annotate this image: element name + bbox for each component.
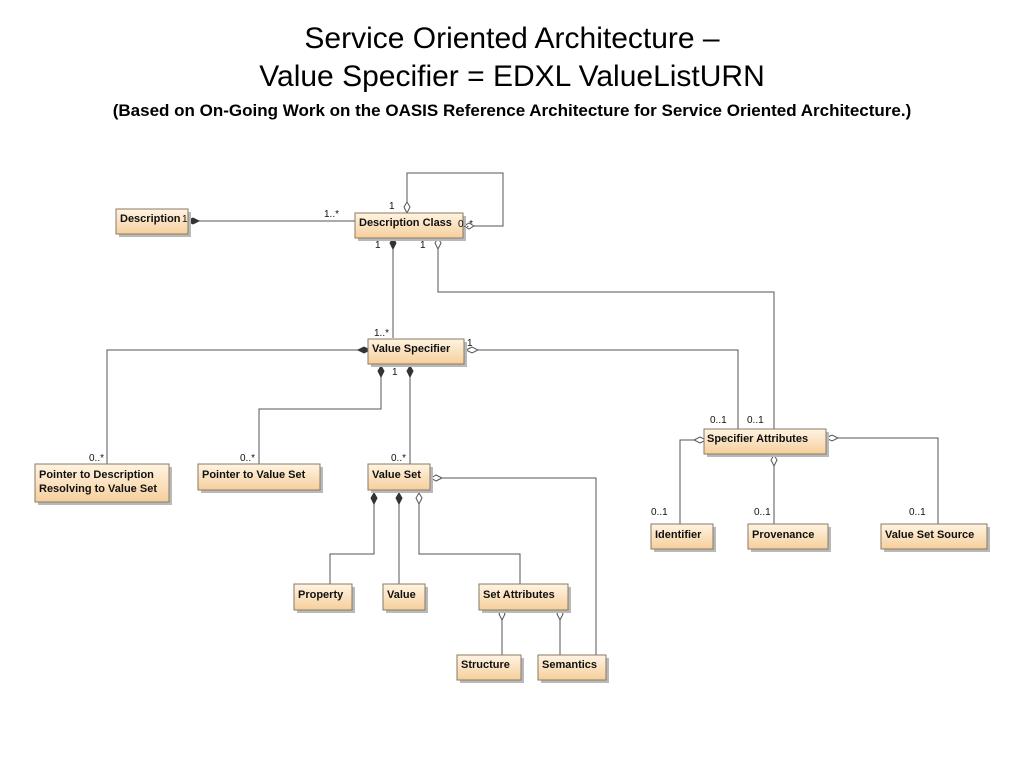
class-label-line2: Resolving to Value Set	[39, 483, 157, 495]
page-title-line1: Service Oriented Architecture –	[304, 22, 720, 55]
aggregation-diamond	[463, 222, 475, 230]
page-subtitle: (Based on On-Going Work on the OASIS Ref…	[112, 101, 912, 120]
class-label: Provenance	[752, 529, 814, 541]
class-label: Value Set Source	[885, 529, 974, 541]
composition-diamond	[406, 365, 414, 379]
assoc-specattr-identifier	[679, 439, 694, 524]
class-label: Pointer to Value Set	[202, 469, 306, 481]
class-description-class: Description Class	[354, 212, 466, 241]
class-value: Value	[382, 583, 428, 613]
aggregation-diamond	[430, 474, 444, 482]
multiplicity: 0..1	[747, 415, 764, 426]
assoc-valuespec-specattr	[478, 349, 739, 429]
multiplicity: 1	[467, 338, 473, 349]
class-label: Property	[298, 589, 344, 601]
class-label: Set Attributes	[483, 589, 555, 601]
multiplicity: 0..*	[89, 453, 104, 464]
class-identifier: Identifier	[650, 523, 716, 552]
multiplicity: 0..*	[458, 219, 473, 230]
aggregation-diamond	[415, 492, 423, 506]
class-structure: Structure	[456, 654, 524, 683]
class-semantics: Semantics	[537, 654, 609, 683]
class-value-specifier: Value Specifier	[367, 338, 467, 367]
class-property: Property	[293, 583, 355, 613]
page-title-line2: Value Specifier = EDXL ValueListURN	[259, 60, 765, 93]
aggregation-diamonds	[185, 201, 840, 622]
multiplicity: 0..1	[909, 507, 926, 518]
multiplicity-labels: 1 1..* 1 0..* 1 1 1..* 1 1 0..* 0..* 0..…	[89, 201, 926, 518]
class-label: Semantics	[542, 659, 597, 671]
aggregation-diamond	[464, 346, 480, 354]
class-label: Identifier	[655, 529, 702, 541]
class-label: Specifier Attributes	[707, 433, 808, 445]
class-value-set-source: Value Set Source	[880, 523, 990, 552]
assoc-valueset-setattr	[418, 504, 521, 584]
class-value-set: Value Set	[367, 463, 433, 493]
composition-diamond	[377, 365, 385, 379]
assoc-descclass-specattr	[437, 249, 775, 429]
multiplicity: 1	[420, 240, 426, 251]
class-description: Description	[115, 208, 191, 237]
assoc-specattr-vssource	[838, 437, 939, 524]
class-label: Value Specifier	[372, 343, 451, 355]
multiplicity: 0..1	[651, 507, 668, 518]
multiplicity: 0..1	[710, 415, 727, 426]
class-provenance: Provenance	[747, 523, 831, 552]
assoc-descclass-self	[406, 172, 504, 227]
assoc-valuespec-pointerdesc	[106, 349, 359, 466]
aggregation-diamond	[770, 454, 778, 468]
multiplicity: 1	[182, 214, 188, 225]
class-specifier-attributes: Specifier Attributes	[703, 428, 829, 457]
multiplicity: 0..*	[391, 453, 406, 464]
multiplicity: 1	[389, 201, 395, 212]
assoc-valueset-semantics	[442, 477, 597, 655]
class-pointer-to-value-set: Pointer to Value Set	[197, 463, 323, 493]
class-pointer-to-description: Pointer to Description Resolving to Valu…	[34, 463, 172, 505]
multiplicity: 1..*	[374, 328, 389, 339]
multiplicity: 0..1	[754, 507, 771, 518]
multiplicity: 1	[392, 367, 398, 378]
class-label: Value	[387, 589, 416, 601]
association-lines	[106, 172, 939, 655]
assoc-valuespec-pointervset	[258, 377, 382, 466]
class-label: Structure	[461, 659, 510, 671]
composition-diamond	[370, 492, 378, 506]
composition-diamond	[395, 492, 403, 506]
class-label: Description Class	[359, 217, 452, 229]
multiplicity: 1	[375, 240, 381, 251]
multiplicity: 1..*	[324, 209, 339, 220]
class-set-attributes: Set Attributes	[478, 583, 571, 613]
assoc-valueset-property	[329, 504, 375, 584]
class-label-line1: Pointer to Description	[39, 469, 154, 481]
aggregation-diamond	[403, 201, 411, 215]
class-label: Description	[120, 213, 181, 225]
multiplicity: 0..*	[240, 453, 255, 464]
class-label: Value Set	[372, 469, 421, 481]
